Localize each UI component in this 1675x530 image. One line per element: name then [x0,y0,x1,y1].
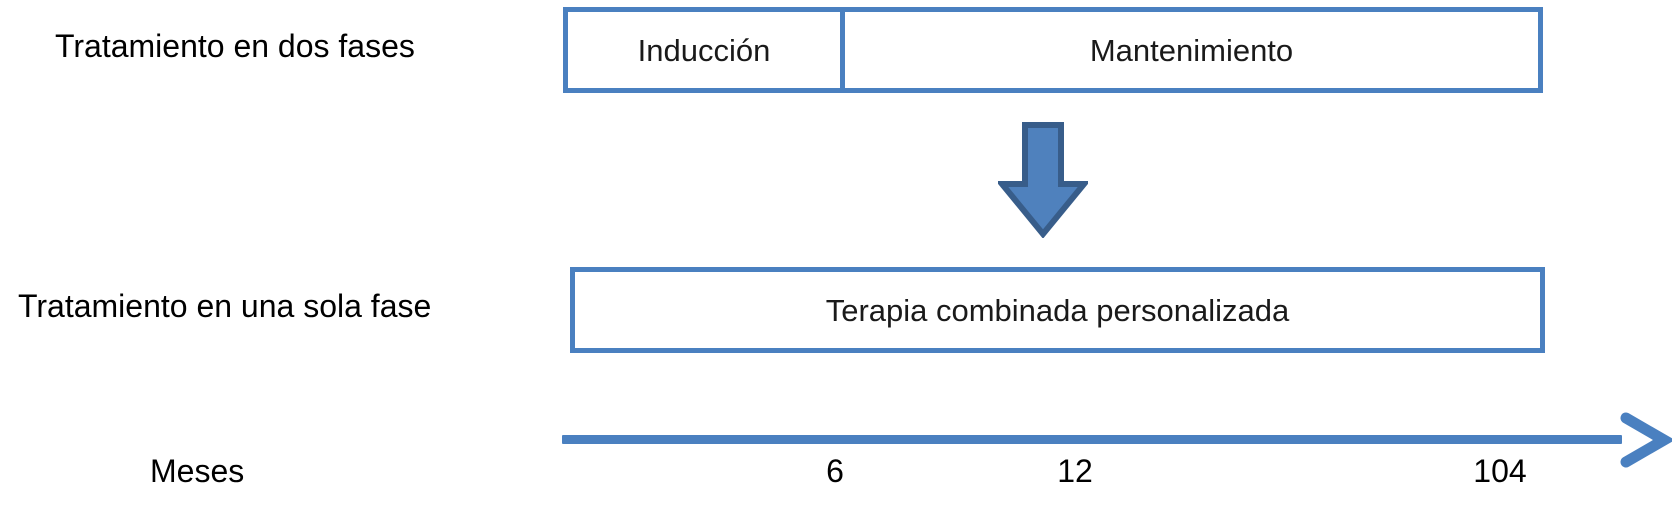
phase-label-induccion: Inducción [637,32,771,68]
right-arrow-icon [1608,412,1675,468]
row-label-single-phase: Tratamiento en una sola fase [18,288,432,324]
two-phase-bar: Inducción Mantenimiento [563,7,1543,93]
row-label-two-phase: Tratamiento en dos fases [55,28,415,64]
phase-cell-mantenimiento[interactable]: Mantenimiento [840,12,1538,88]
timeline-axis-label: Meses [150,453,245,489]
timeline-tick-6: 6 [826,453,844,489]
down-arrow-icon [995,122,1091,239]
phase-label-terapia-combinada: Terapia combinada personalizada [825,292,1290,328]
phase-cell-induccion[interactable]: Inducción [568,12,840,88]
phase-label-mantenimiento: Mantenimiento [1089,32,1294,68]
single-phase-box[interactable]: Terapia combinada personalizada [570,267,1545,353]
timeline-axis-line [562,435,1622,444]
timeline-tick-12: 12 [1057,453,1093,489]
timeline-tick-104: 104 [1473,453,1527,489]
